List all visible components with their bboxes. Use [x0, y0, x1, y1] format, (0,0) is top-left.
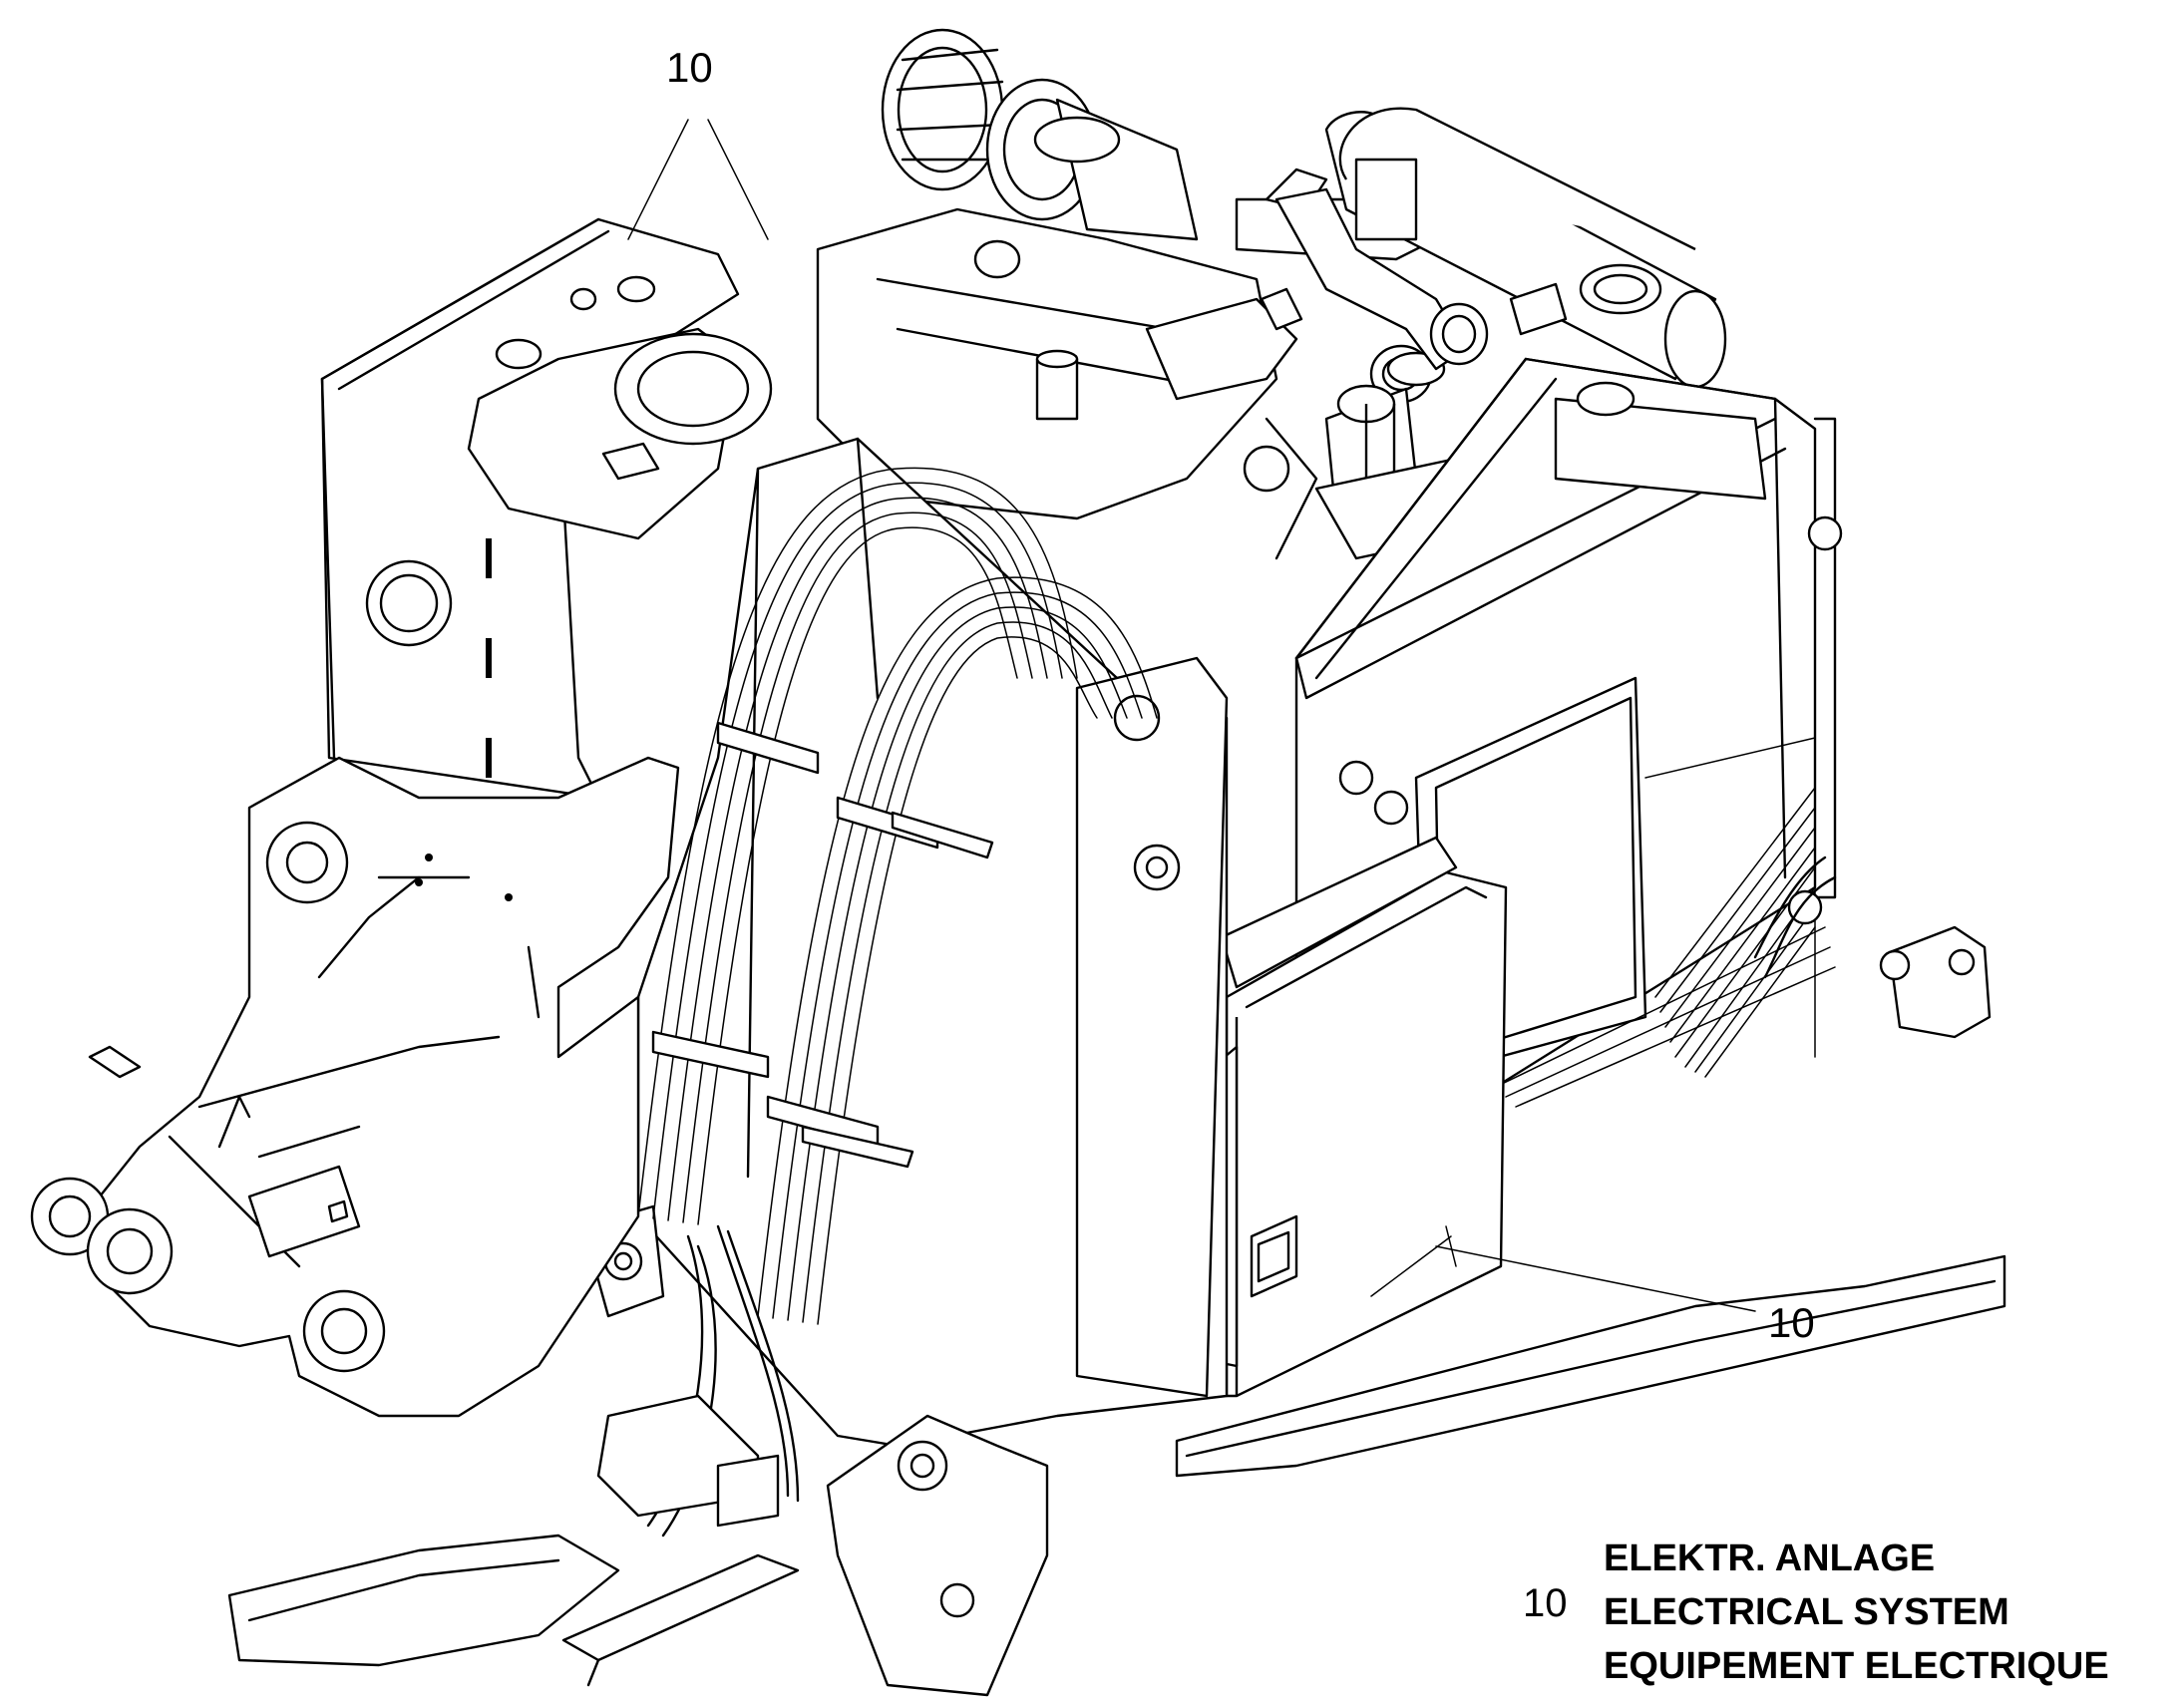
leader-lines: [628, 120, 1755, 1311]
callout-label-right: 10: [1768, 1299, 1815, 1346]
callout-label-top: 10: [666, 44, 713, 91]
central-boom: [583, 439, 1227, 1695]
legend-line-german: ELEKTR. ANLAGE: [1604, 1537, 1936, 1579]
legend-item-number: 10: [1523, 1581, 1568, 1625]
left-loader-arm: [32, 758, 678, 1416]
legend-line-french: EQUIPEMENT ELECTRIQUE: [1604, 1645, 2109, 1687]
legend-line-english: ELECTRICAL SYSTEM: [1604, 1591, 2009, 1633]
muffler: [1276, 109, 1725, 387]
lower-frame: [229, 927, 2004, 1685]
legend-item-description: ELEKTR. ANLAGE ELECTRICAL SYSTEM EQUIPEM…: [1604, 1532, 2109, 1693]
left-housing: [322, 219, 771, 798]
